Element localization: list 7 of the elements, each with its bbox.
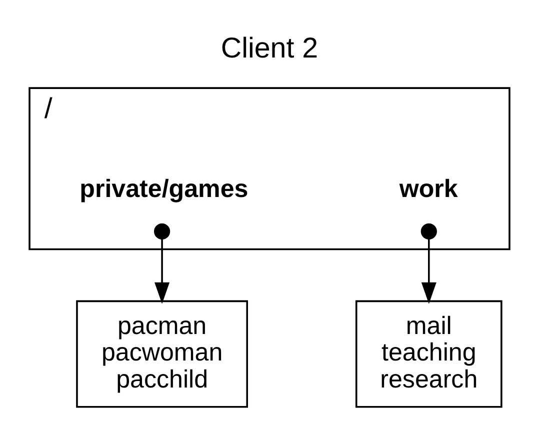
node-text: private/games — [80, 174, 248, 203]
diagram-title: Client 2 — [220, 32, 318, 64]
node-box: pacman pacwoman pacchild — [76, 300, 248, 408]
node-box: mail teaching research — [355, 300, 502, 408]
arrow — [154, 223, 170, 304]
arrow — [420, 223, 437, 304]
node-text: work — [399, 174, 458, 203]
